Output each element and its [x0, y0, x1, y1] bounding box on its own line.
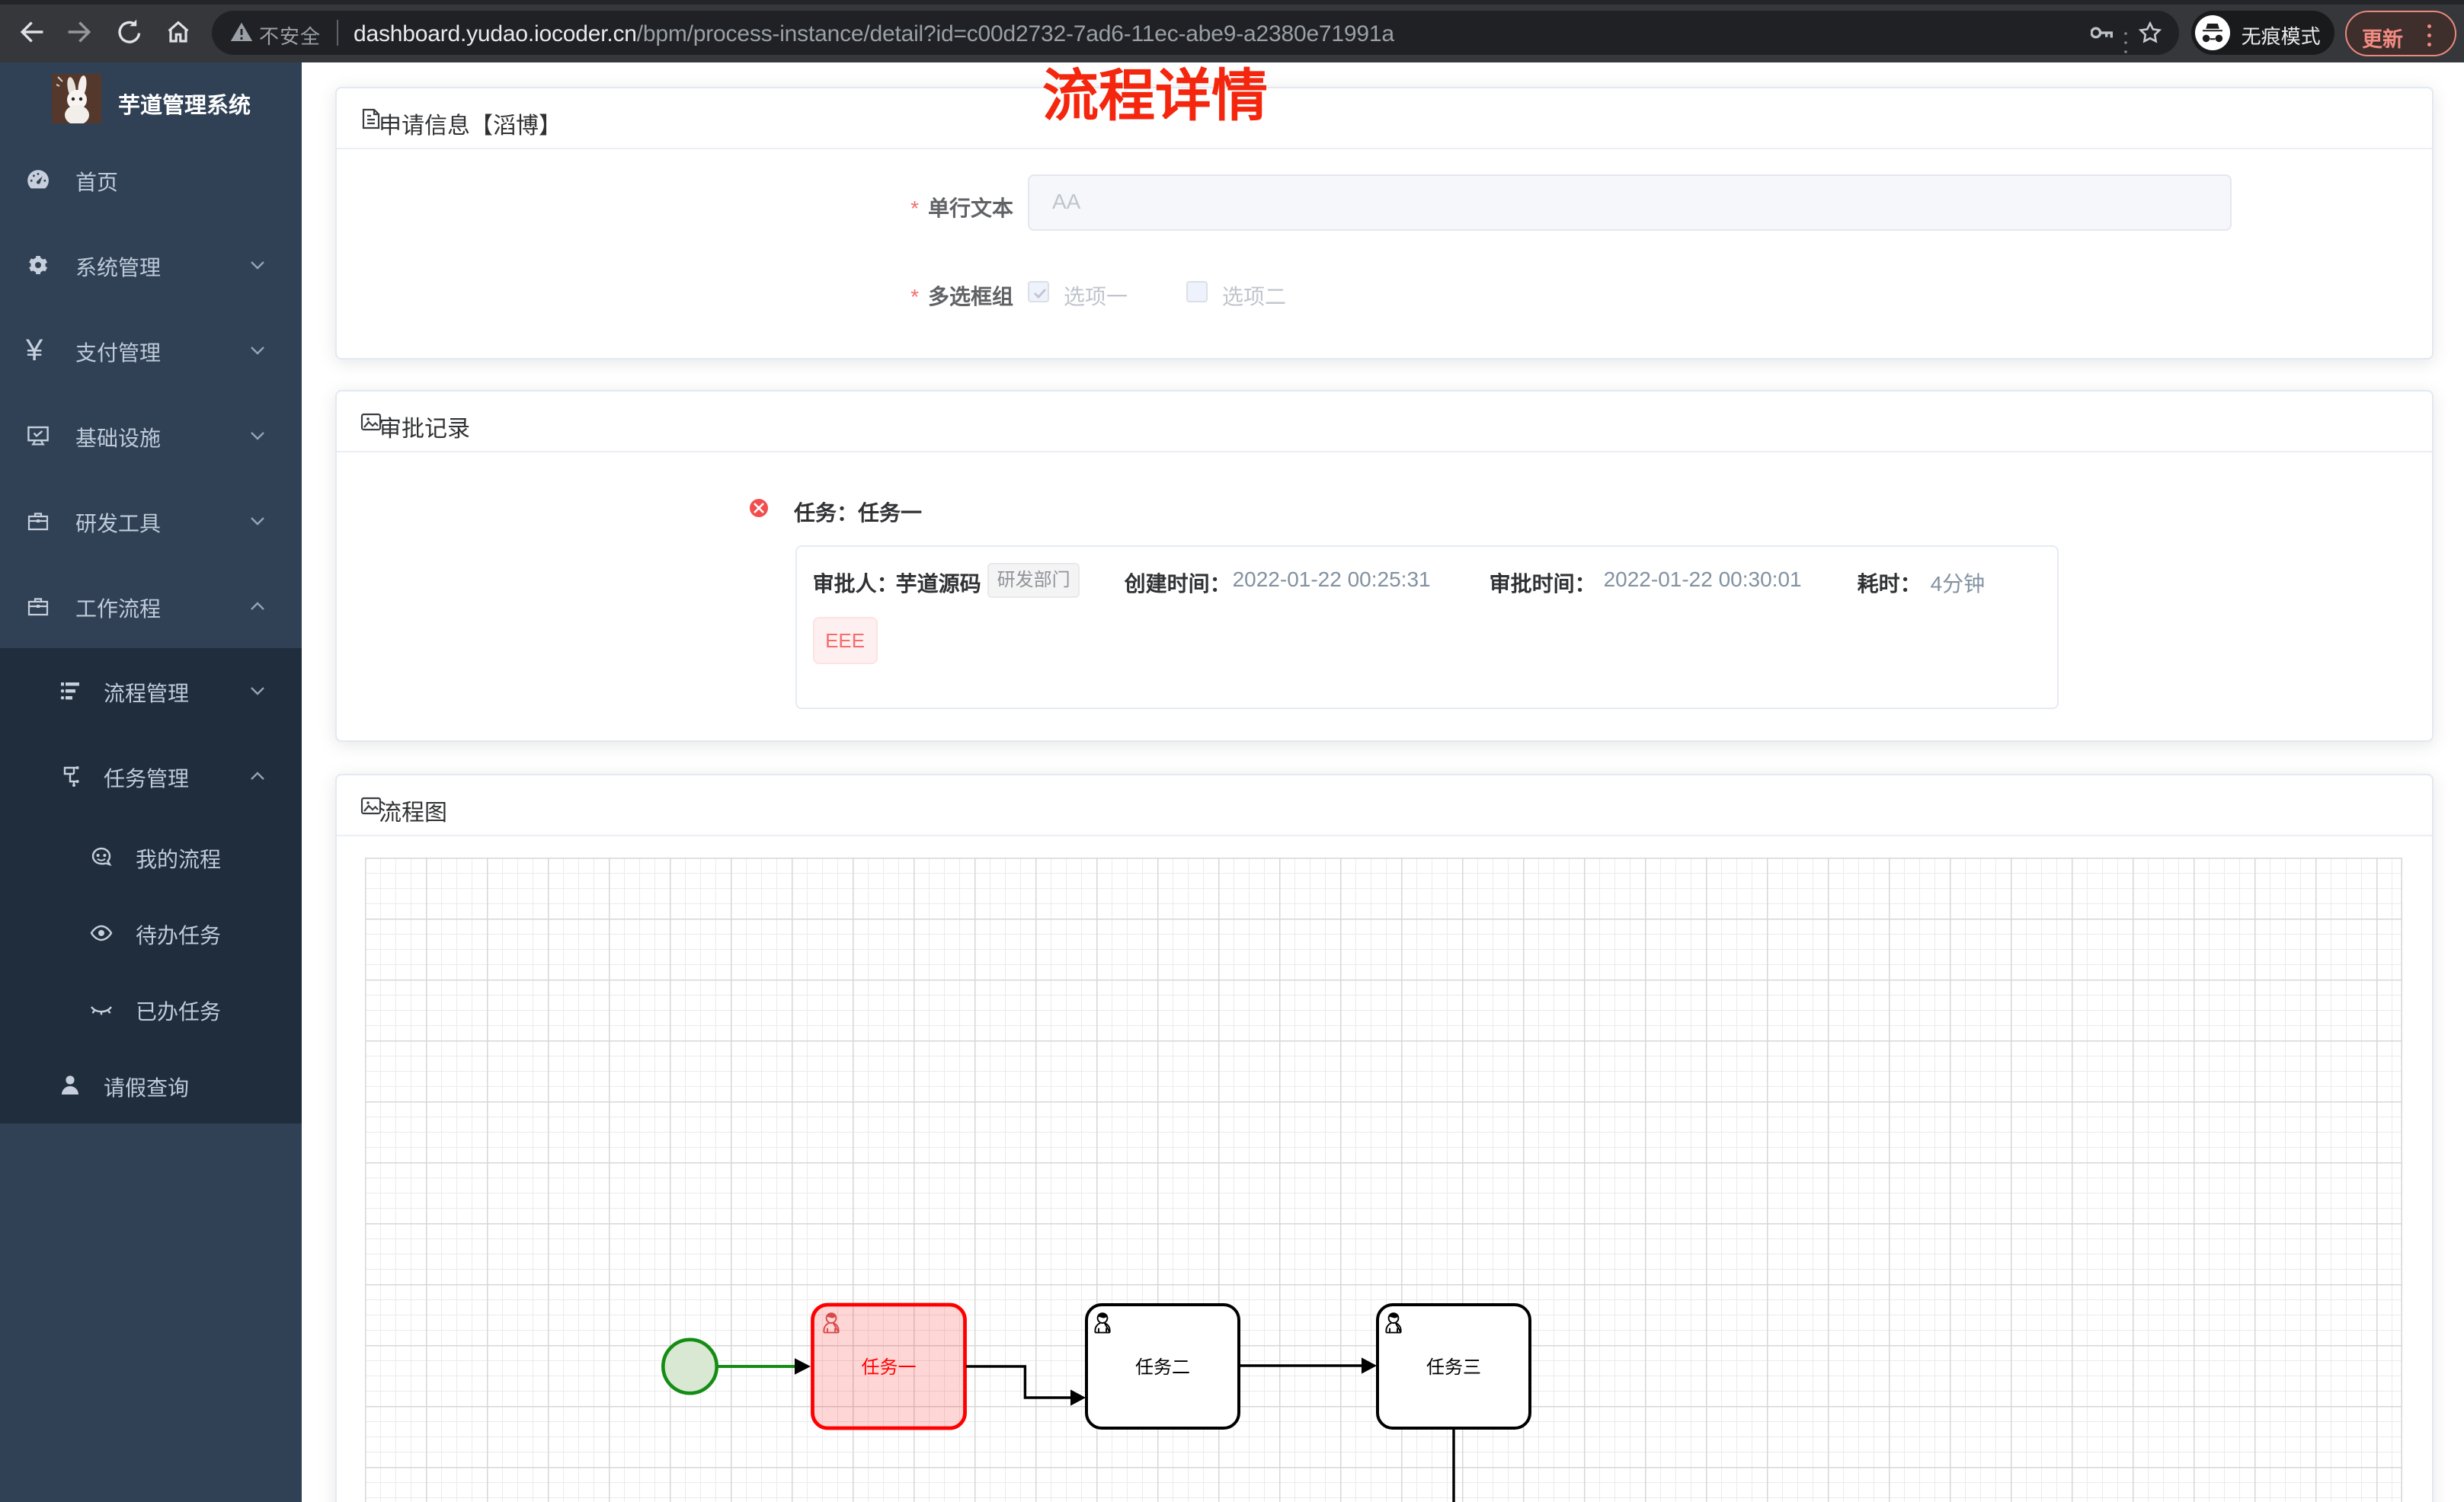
- svg-text:任务三: 任务三: [1426, 1357, 1481, 1378]
- svg-text:任务二: 任务二: [1135, 1357, 1190, 1378]
- svg-text:任务一: 任务一: [862, 1357, 917, 1378]
